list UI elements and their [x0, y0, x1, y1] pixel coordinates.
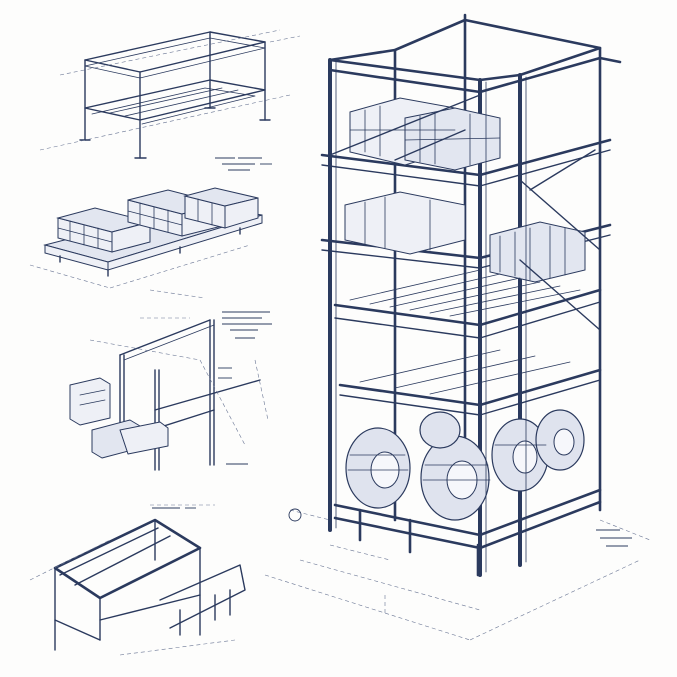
palletized-boxes-view: [29, 187, 263, 299]
open-frame-table-view: [39, 29, 301, 171]
tier-3-grating: [333, 269, 602, 339]
tier-4-shelf: [338, 349, 602, 416]
column-bracket-detail-view: [69, 311, 272, 471]
tier-2-shelf: [320, 191, 612, 283]
tier-1-shelf: [320, 97, 612, 187]
tier-5-coils: [345, 409, 585, 521]
multi-tier-rack-tower-view: [264, 13, 651, 641]
base-frame-detail-view: [29, 504, 246, 656]
